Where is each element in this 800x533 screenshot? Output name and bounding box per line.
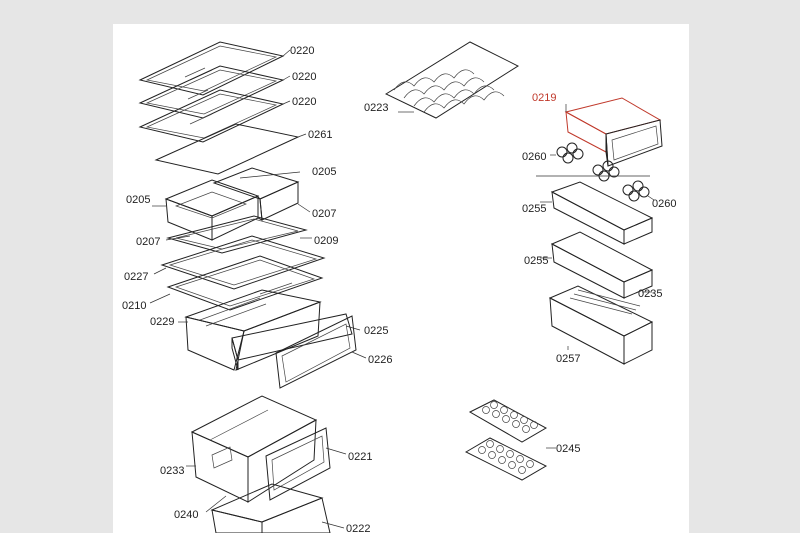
bottle-shelf (548, 285, 654, 365)
drawer-front-cover (275, 315, 357, 389)
label-0261: 0261 (308, 129, 332, 141)
label-0245: 0245 (556, 443, 580, 455)
label-0207-right: 0207 (312, 208, 336, 220)
door-shelf-2 (540, 231, 654, 299)
label-0255-top: 0255 (522, 203, 546, 215)
label-0226: 0226 (368, 354, 392, 366)
label-0240: 0240 (174, 509, 198, 521)
shelf-cover-plate (154, 123, 307, 175)
crisper-glass-cover (160, 235, 326, 290)
label-0227: 0227 (124, 271, 148, 283)
freezer-drawer-lower (210, 483, 331, 533)
label-0229: 0229 (150, 316, 174, 328)
part-labels: 0220 0220 0220 0261 0205 0205 0207 0207 … (122, 45, 676, 533)
egg-tray-2 (464, 437, 556, 481)
label-0207-left: 0207 (136, 236, 160, 248)
label-0257: 0257 (556, 353, 580, 365)
egg-holder-3 (622, 180, 655, 202)
door-shelf-1 (540, 181, 654, 245)
crisper-front-panel (231, 313, 353, 371)
egg-holder-2 (592, 160, 620, 182)
glass-shelf-3 (138, 89, 291, 143)
diagram-sheet (113, 24, 689, 533)
freezer-drawer-front (265, 427, 331, 501)
freezer-drawer-upper (190, 395, 318, 503)
crisper-drawer (184, 289, 322, 371)
label-0219: 0219 (532, 92, 556, 104)
label-0220-bottom: 0220 (292, 96, 316, 108)
label-0209: 0209 (314, 235, 338, 247)
label-0260-left: 0260 (522, 151, 546, 163)
label-0260-right: 0260 (652, 198, 676, 210)
drawer-frame (166, 215, 308, 254)
butter-compartment (564, 97, 663, 167)
wine-rack (384, 41, 520, 119)
label-0205-left: 0205 (126, 194, 150, 206)
small-drawer-right (212, 167, 300, 221)
label-0225: 0225 (364, 325, 388, 337)
label-0221: 0221 (348, 451, 372, 463)
label-0220-middle: 0220 (292, 71, 316, 83)
label-0222: 0222 (346, 523, 370, 533)
label-0235: 0235 (638, 288, 662, 300)
egg-tray-1 (468, 399, 548, 443)
crisper-frame (166, 255, 324, 311)
label-0220-top: 0220 (290, 45, 314, 57)
label-0223: 0223 (364, 102, 388, 114)
label-0255-bottom: 0255 (524, 255, 548, 267)
label-0210: 0210 (122, 300, 146, 312)
glass-shelf-2 (138, 65, 291, 119)
small-drawer-left (164, 179, 260, 241)
egg-holder-1 (550, 142, 584, 164)
label-0205-right: 0205 (312, 166, 336, 178)
label-0233: 0233 (160, 465, 184, 477)
leader-lines (149, 171, 652, 529)
